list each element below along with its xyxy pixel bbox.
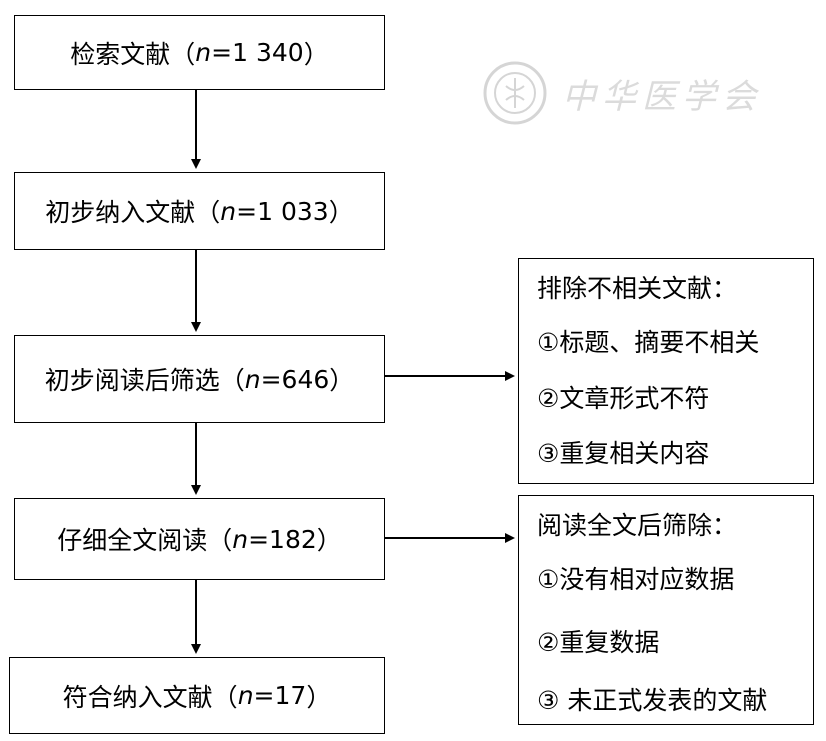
step-label: 初步纳入文献（ bbox=[45, 198, 221, 227]
exclusion-title: 阅读全文后筛除： bbox=[537, 511, 738, 540]
step-box-initial-included: 初步纳入文献（n=1 033） bbox=[14, 172, 385, 250]
close-paren: ） bbox=[306, 682, 332, 712]
exclusion-box-irrelevant: 排除不相关文献： ①标题、摘要不相关 ②文章形式不符 ③重复相关内容 bbox=[518, 258, 814, 484]
exclusion-title: 排除不相关文献： bbox=[537, 274, 738, 303]
n-variable: n bbox=[232, 524, 249, 554]
watermark: 中华医学会 bbox=[482, 60, 762, 126]
exclusion-item: ②重复数据 bbox=[537, 628, 660, 657]
close-paren: ） bbox=[329, 366, 355, 395]
exclusion-item: ③重复相关内容 bbox=[537, 439, 710, 468]
n-value: =182 bbox=[248, 524, 317, 554]
n-variable: n bbox=[195, 38, 212, 67]
n-variable: n bbox=[244, 364, 261, 394]
n-variable: n bbox=[237, 681, 254, 710]
step-box-full-text: 仔细全文阅读（n=182） bbox=[14, 498, 385, 580]
step-box-retrieved: 检索文献（n=1 340） bbox=[14, 15, 385, 90]
close-paren: ） bbox=[303, 39, 329, 69]
exclusion-item: ①标题、摘要不相关 bbox=[537, 328, 760, 357]
step-box-final-included: 符合纳入文献（n=17） bbox=[9, 657, 385, 734]
exclusion-item: ①没有相对应数据 bbox=[537, 565, 735, 594]
n-value: =1 340 bbox=[211, 38, 304, 67]
step-label: 仔细全文阅读（ bbox=[57, 526, 233, 555]
n-value: =17 bbox=[253, 681, 307, 710]
close-paren: ） bbox=[328, 198, 354, 227]
n-value: =646 bbox=[260, 364, 330, 394]
exclusion-item: ③ 未正式发表的文献 bbox=[537, 686, 768, 715]
exclusion-item: ②文章形式不符 bbox=[537, 384, 710, 413]
seal-icon bbox=[483, 61, 547, 125]
n-variable: n bbox=[220, 196, 237, 226]
watermark-text: 中华医学会 bbox=[562, 76, 762, 117]
step-label: 检索文献（ bbox=[70, 39, 196, 69]
n-value: =1 033 bbox=[236, 196, 329, 226]
close-paren: ） bbox=[316, 526, 342, 555]
step-label: 初步阅读后筛选（ bbox=[44, 366, 245, 395]
step-label: 符合纳入文献（ bbox=[62, 682, 238, 712]
step-box-screened: 初步阅读后筛选（n=646） bbox=[14, 335, 385, 423]
exclusion-box-full-text: 阅读全文后筛除： ①没有相对应数据 ②重复数据 ③ 未正式发表的文献 bbox=[518, 495, 814, 725]
